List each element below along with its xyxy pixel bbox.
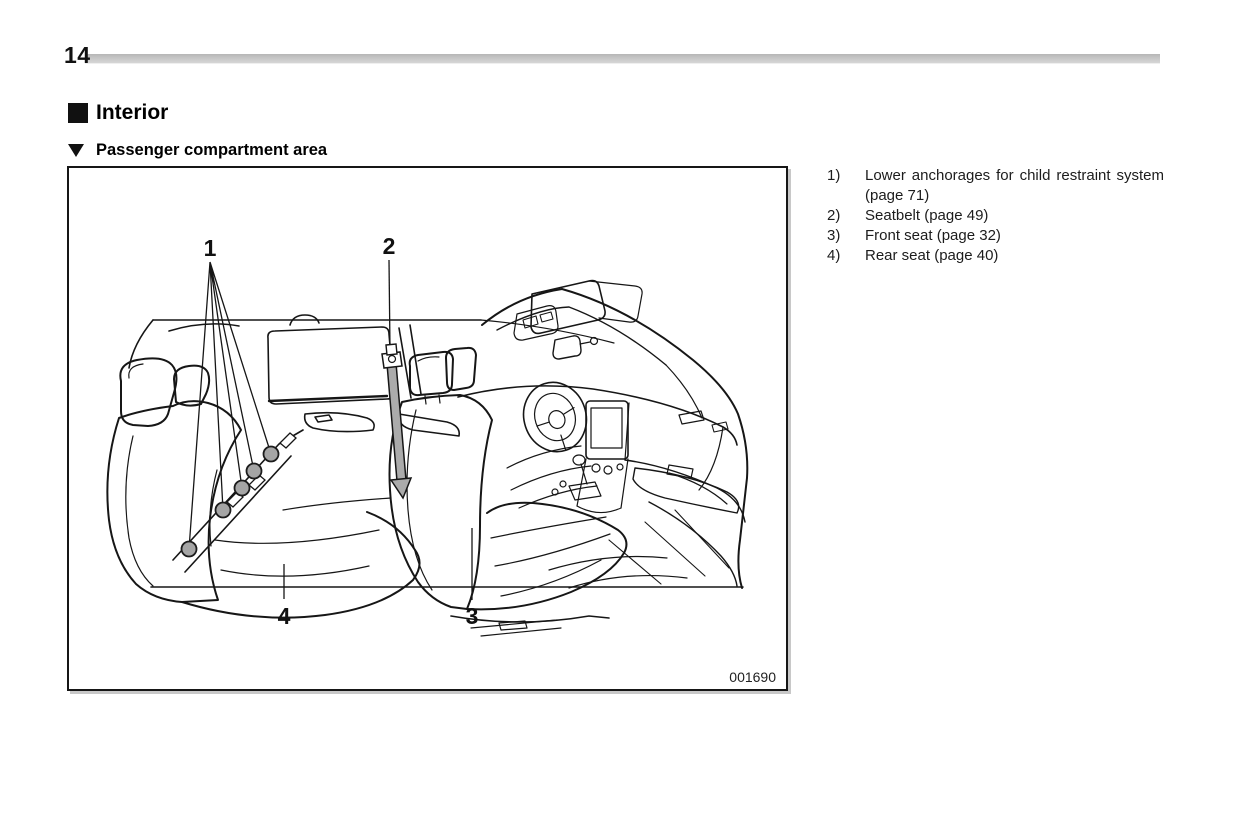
legend-item-4: 4) Rear seat (page 40) [827, 246, 1164, 266]
seatbelt-strap [381, 343, 413, 500]
interior-illustration: 1 2 3 4 001690 [106, 233, 776, 685]
legend-item-1: 1) Lower anchorages for child restraint … [827, 166, 1164, 206]
callout-4: 4 [278, 603, 291, 629]
legend-list: 1) Lower anchorages for child restraint … [827, 166, 1164, 266]
legend-num: 1) [827, 167, 841, 184]
callout-1: 1 [204, 235, 217, 261]
figure-code: 001690 [729, 669, 776, 685]
legend-item-2: 2) Seatbelt (page 49) [827, 206, 1164, 226]
page-number: 14 [64, 42, 91, 68]
legend-item-3: 3) Front seat (page 32) [827, 226, 1164, 246]
section-title: Interior [96, 101, 169, 124]
anchor-points [180, 445, 280, 558]
section-heading: Interior [68, 101, 168, 125]
legend-text: Seatbelt (page 49) [865, 207, 989, 224]
legend-num: 4) [827, 247, 841, 264]
down-triangle-icon [68, 144, 84, 157]
callout-2: 2 [383, 233, 396, 259]
callout-3: 3 [466, 603, 479, 629]
legend-text: Front seat (page 32) [865, 227, 1001, 244]
legend-num: 2) [827, 207, 841, 224]
legend-text: Lower anchorages for child restraint sys… [865, 167, 1164, 204]
black-square-icon [68, 103, 88, 123]
subsection-title: Passenger compartment area [96, 141, 328, 159]
header-rule [85, 54, 1160, 64]
figure-passenger-compartment: 1 2 3 4 001690 [67, 166, 788, 691]
subsection-heading: Passenger compartment area [68, 141, 327, 160]
legend-text: Rear seat (page 40) [865, 247, 999, 264]
legend-num: 3) [827, 227, 841, 244]
